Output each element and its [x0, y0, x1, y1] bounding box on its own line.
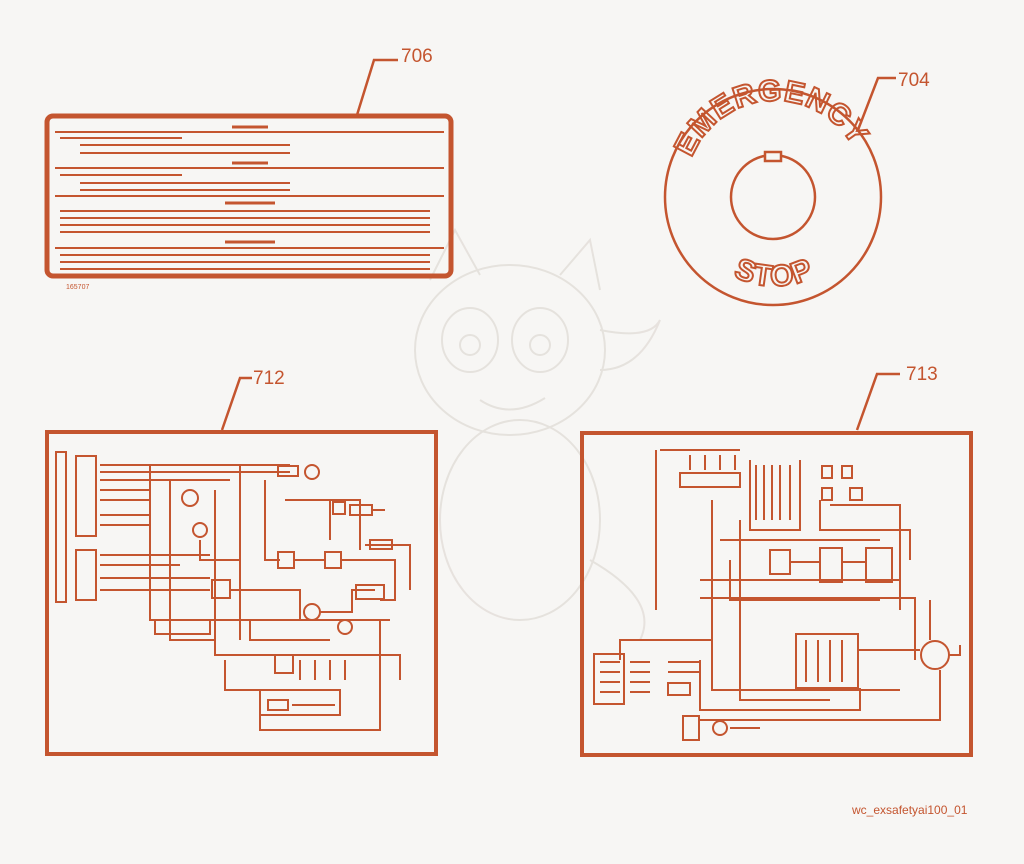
label-706-decal: 165707 [44, 113, 454, 291]
callout-704: 704 [856, 70, 930, 131]
emergency-stop-decal: EMERGENCY STOP [663, 73, 883, 307]
figure-code: wc_exsafetyai100_01 [852, 803, 968, 817]
wiring-diagram-713 [580, 431, 973, 757]
emergency-stop-top-text: EMERGENCY [668, 74, 875, 161]
callout-704-number: 704 [898, 70, 930, 91]
callout-712: 712 [220, 368, 285, 431]
callout-706: 706 [355, 46, 433, 116]
callout-706-number: 706 [401, 46, 433, 67]
callout-712-number: 712 [253, 368, 285, 389]
watermark-illustration [414, 227, 661, 641]
emergency-stop-bottom-text: STOP [730, 252, 817, 294]
callout-713-number: 713 [906, 364, 938, 385]
label-706-part-number: 165707 [66, 284, 89, 291]
callout-713: 713 [855, 364, 938, 431]
wiring-diagram-712 [45, 430, 438, 756]
